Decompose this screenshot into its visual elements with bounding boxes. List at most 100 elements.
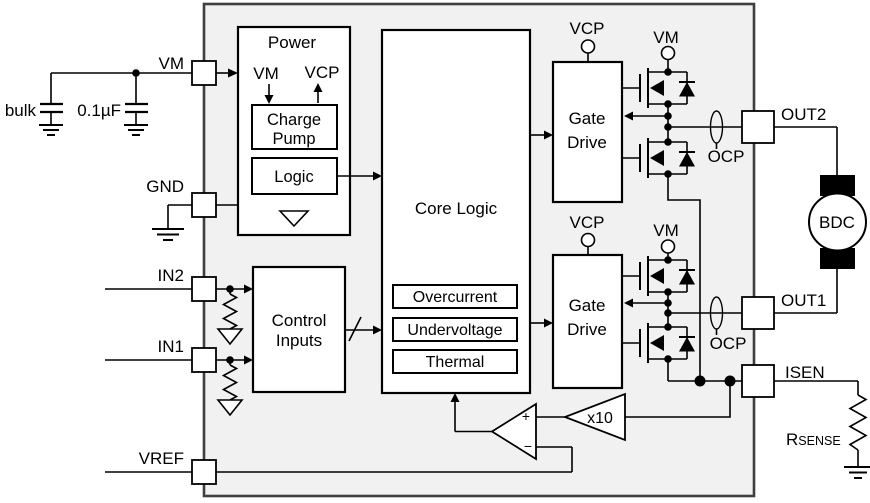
mosfet-arrow	[650, 80, 664, 96]
bus-slash	[348, 316, 362, 342]
comparator	[490, 402, 537, 461]
mosfet-arrow	[650, 150, 664, 166]
pin-vm	[191, 60, 217, 86]
junction-dot	[664, 112, 672, 120]
body-diode	[679, 337, 695, 352]
junction-dot	[664, 299, 672, 307]
pin-label-in1: IN1	[158, 337, 184, 356]
arrowhead-core-gd2	[544, 318, 553, 328]
rsense-label: RSENSE	[786, 430, 841, 449]
gate-drive-2-label-1: Gate	[569, 296, 606, 315]
pin-label-vref: VREF	[139, 449, 184, 468]
earth-ground-decoupling	[124, 124, 148, 136]
bulk-capacitor-symbol	[40, 102, 63, 114]
junction-dot	[664, 309, 672, 317]
decoupling-capacitor-symbol	[125, 102, 148, 114]
control-inputs-label-1: Control	[272, 311, 327, 330]
pin-out2	[741, 110, 775, 144]
junction-dot	[226, 285, 234, 293]
out2-motor-wire	[774, 126, 838, 175]
pin-isen	[741, 364, 775, 398]
comparator-output-wire	[454, 400, 492, 433]
junction-dot	[664, 170, 672, 178]
power-vm-label: VM	[253, 64, 279, 83]
out1-motor-wire	[774, 269, 838, 314]
arrowhead-vcp-up	[313, 83, 323, 92]
control-inputs-block: Control Inputs	[251, 265, 382, 394]
arrowhead-feedback-top	[624, 111, 633, 121]
gate-drive-1-box	[551, 60, 624, 204]
undervoltage-box	[392, 317, 518, 342]
vm-terminal-bottom	[660, 239, 676, 254]
signal-ground-in1	[216, 399, 244, 417]
vcp-terminal-bottom	[580, 232, 596, 248]
arrowhead-in2	[244, 284, 253, 294]
gate-drive-2-label-2: Drive	[567, 320, 607, 339]
gate-drive-2-box	[551, 253, 624, 390]
gate-drive-1-label-1: Gate	[569, 109, 606, 128]
isen-junction-dot	[694, 375, 706, 387]
motor-body	[808, 192, 867, 252]
in1-pulldown-resistor	[221, 364, 239, 401]
lowside-return-top	[667, 174, 701, 381]
mosfet-low-side-1	[622, 138, 695, 178]
pin-label-out2: OUT2	[781, 105, 826, 124]
x10-gain-label: x10	[587, 410, 613, 427]
logic-box	[251, 157, 338, 195]
overcurrent-label: Overcurrent	[413, 289, 498, 306]
arrowhead-feedback-bottom	[624, 298, 633, 308]
vm-terminal-top	[660, 45, 676, 61]
vm-rail-label-top: VM	[653, 28, 679, 47]
junction-dot	[664, 68, 672, 76]
ocp-label-top: OCP	[708, 147, 745, 166]
junction-dot	[664, 100, 672, 108]
charge-pump-label-1: Charge	[267, 111, 321, 129]
arrowhead-core-gd1	[544, 130, 553, 140]
arrowhead-in1	[244, 355, 253, 365]
motor-brush-top	[820, 175, 855, 196]
body-diode	[679, 152, 695, 167]
earth-ground-gnd-pin	[152, 228, 184, 241]
x10-amplifier	[562, 392, 626, 442]
vref-run-wire	[216, 446, 573, 473]
gate-drive-2: VCP VM Gate Drive	[551, 213, 746, 390]
junction-dot	[664, 123, 672, 131]
undervoltage-label: Undervoltage	[407, 322, 502, 339]
comparator-plus-label: +	[522, 408, 530, 424]
arrowhead-vm-power	[228, 68, 238, 78]
mosfet-high-side-2	[622, 256, 695, 296]
junction-dot	[664, 256, 672, 264]
arrowhead-control-core	[373, 325, 382, 335]
pin-label-in2: IN2	[158, 266, 184, 285]
pin-gnd	[191, 192, 217, 218]
vcp-rail-label-top: VCP	[570, 19, 605, 38]
motor-brush-bottom	[820, 248, 855, 269]
thermal-label: Thermal	[426, 354, 485, 371]
isen-rsense-wire	[774, 380, 859, 467]
junction-dot	[132, 69, 140, 77]
gate-drive-1-label-2: Drive	[567, 133, 607, 152]
vm-rail-label-bottom: VM	[653, 221, 679, 240]
vcp-rail-label-bottom: VCP	[570, 213, 605, 232]
junction-dot	[664, 288, 672, 296]
body-diode	[679, 82, 695, 97]
signal-ground-power	[278, 210, 310, 228]
power-title: Power	[268, 33, 317, 52]
pin-in2	[191, 276, 217, 302]
junction-dot	[664, 138, 672, 146]
mosfet-low-side-2	[622, 323, 695, 363]
mosfet-arrow	[650, 268, 664, 284]
motor-label: BDC	[819, 213, 855, 232]
bulk-cap-label: bulk	[5, 101, 37, 120]
core-logic-title: Core Logic	[415, 199, 498, 218]
gate-drive-1: VCP VM Gate Drive	[551, 19, 745, 381]
junction-dot	[226, 356, 234, 364]
thermal-box	[392, 349, 518, 374]
x10-input-wire	[625, 381, 731, 418]
pin-in1	[191, 347, 217, 373]
in2-pulldown-resistor	[221, 293, 239, 330]
arrowhead-logic-core	[373, 171, 382, 181]
charge-pump-label-2: Pump	[272, 130, 315, 148]
